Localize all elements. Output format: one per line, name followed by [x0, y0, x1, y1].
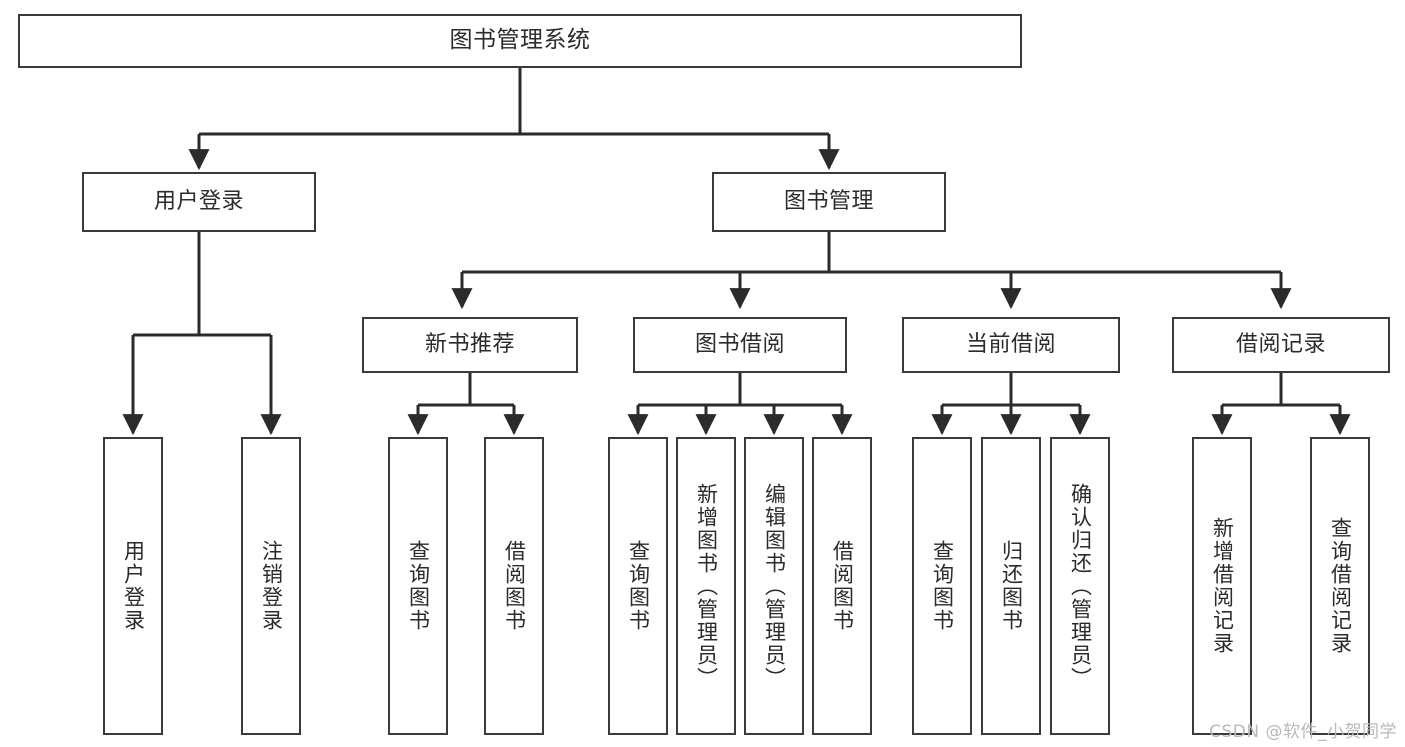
node-label: 确认归还（管理员） [1068, 482, 1093, 690]
node-label: 用户登录 [121, 540, 146, 632]
node-label: 注销登录 [259, 540, 284, 632]
node-label: 借阅记录 [1235, 332, 1326, 358]
leaf-borrow-query-book[interactable]: 查询图书 [608, 437, 668, 735]
node-label: 查询图书 [406, 540, 431, 632]
leaf-user-login-login[interactable]: 用户登录 [103, 437, 163, 735]
leaf-current-return-book[interactable]: 归还图书 [981, 437, 1041, 735]
node-book-borrow[interactable]: 图书借阅 [633, 317, 847, 373]
node-book-management[interactable]: 图书管理 [712, 172, 946, 232]
leaf-user-login-logout[interactable]: 注销登录 [241, 437, 301, 735]
leaf-recommend-query-book[interactable]: 查询图书 [388, 437, 448, 735]
node-label: 查询图书 [626, 540, 651, 632]
node-root-system[interactable]: 图书管理系统 [18, 14, 1022, 68]
node-new-book-recommend[interactable]: 新书推荐 [362, 317, 578, 373]
node-label: 借阅图书 [502, 540, 527, 632]
node-label: 新书推荐 [424, 332, 515, 358]
leaf-record-query-record[interactable]: 查询借阅记录 [1310, 437, 1370, 735]
leaf-record-add-record[interactable]: 新增借阅记录 [1192, 437, 1252, 735]
node-borrow-record[interactable]: 借阅记录 [1172, 317, 1390, 373]
node-label: 新增图书（管理员） [694, 482, 719, 690]
leaf-recommend-borrow-book[interactable]: 借阅图书 [484, 437, 544, 735]
node-label: 编辑图书（管理员） [762, 482, 787, 690]
node-label: 用户登录 [153, 189, 244, 215]
node-user-login[interactable]: 用户登录 [82, 172, 316, 232]
leaf-borrow-borrow-book[interactable]: 借阅图书 [812, 437, 872, 735]
node-label: 图书管理系统 [449, 27, 591, 54]
leaf-current-query-book[interactable]: 查询图书 [912, 437, 972, 735]
node-current-borrow[interactable]: 当前借阅 [902, 317, 1120, 373]
node-label: 图书管理 [783, 189, 874, 215]
leaf-current-confirm-return-admin[interactable]: 确认归还（管理员） [1050, 437, 1110, 735]
node-label: 图书借阅 [694, 332, 785, 358]
node-label: 当前借阅 [965, 332, 1056, 358]
leaf-borrow-edit-book-admin[interactable]: 编辑图书（管理员） [744, 437, 804, 735]
node-label: 借阅图书 [830, 540, 855, 632]
node-label: 新增借阅记录 [1210, 517, 1235, 655]
node-label: 查询图书 [930, 540, 955, 632]
leaf-borrow-add-book-admin[interactable]: 新增图书（管理员） [676, 437, 736, 735]
node-label: 查询借阅记录 [1328, 517, 1353, 655]
node-label: 归还图书 [999, 540, 1024, 632]
